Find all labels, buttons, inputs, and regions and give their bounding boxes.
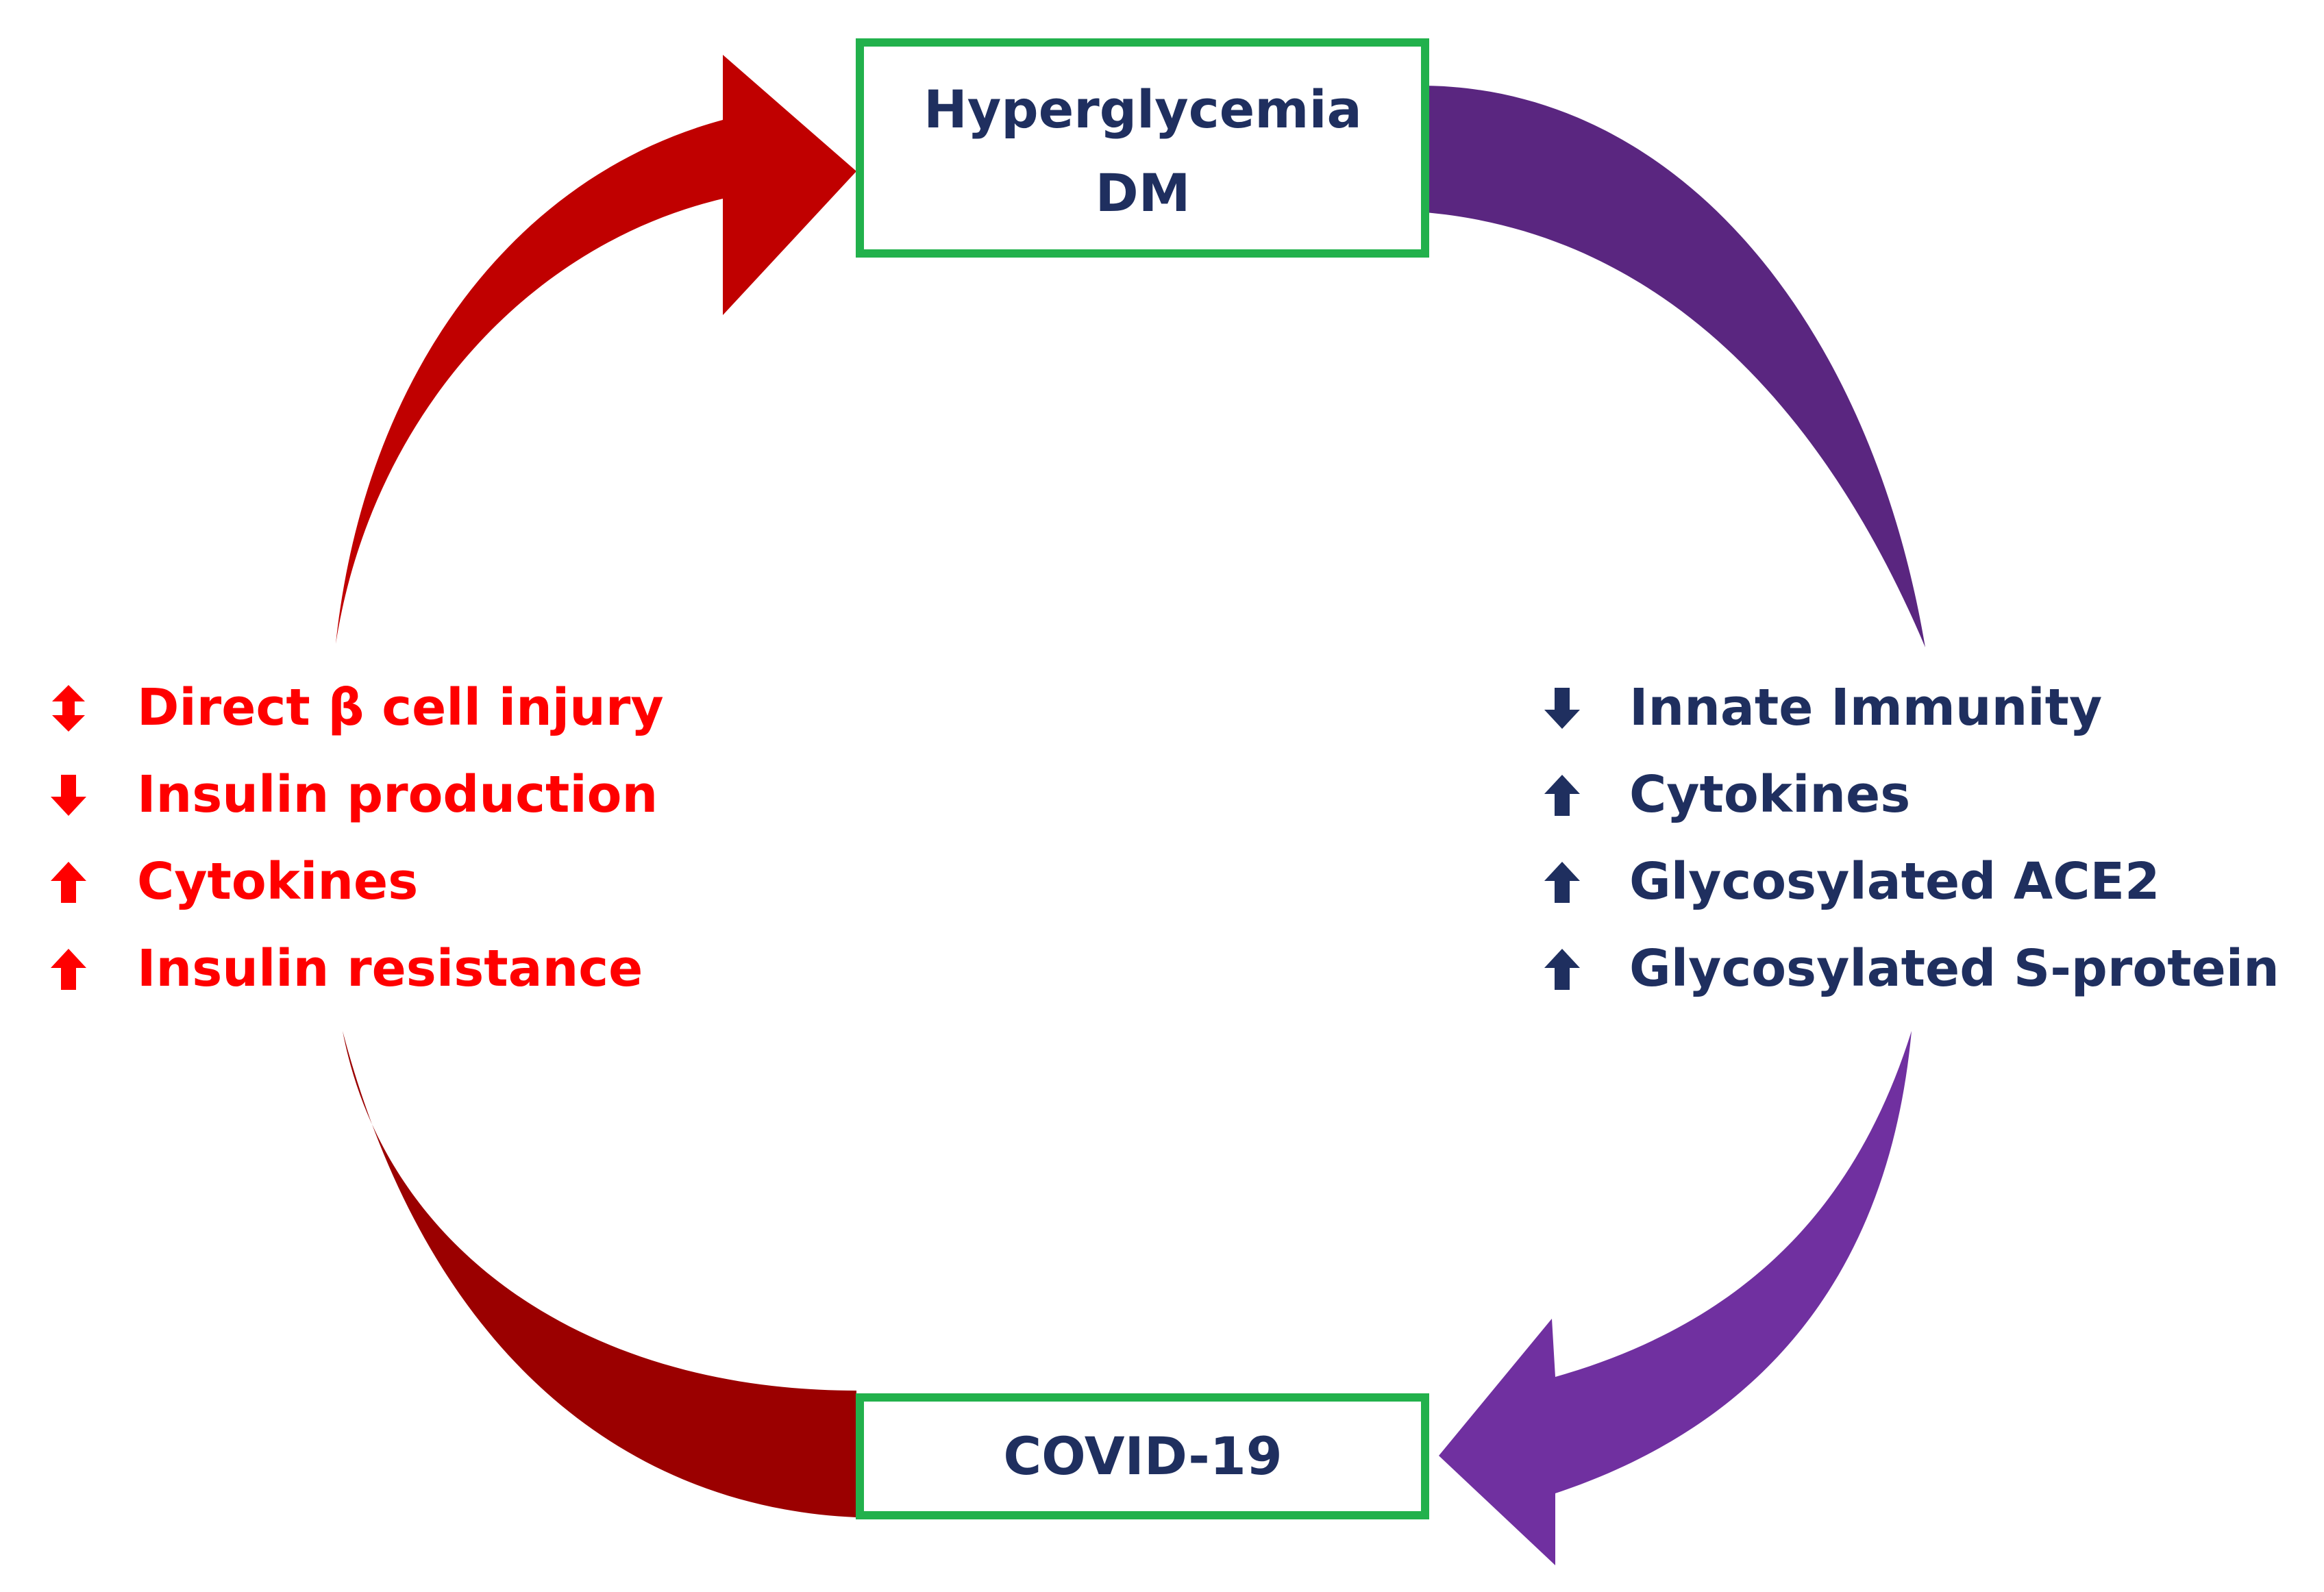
left-list-item-label: Direct β cell injury xyxy=(137,678,664,737)
node-covid-19-box xyxy=(856,1393,1429,1519)
left-list-item-label: Insulin resistance xyxy=(137,939,643,998)
left-upper-curved-arrow xyxy=(336,55,856,644)
right-list-item-label: Glycosylated ACE2 xyxy=(1629,852,2160,911)
right-lower-curved-arrow xyxy=(1439,1031,1912,1565)
right-list-item-label: Glycosylated S-protein xyxy=(1629,939,2279,998)
down-arrow-icon xyxy=(1544,688,1580,729)
down-arrow-icon xyxy=(51,775,86,816)
left-list-item-label: Insulin production xyxy=(137,765,658,824)
node-hyperglycemia-dm: Hyperglycemia DM xyxy=(856,38,1429,258)
right-upper-curved-arrow xyxy=(1425,86,1925,647)
up-down-arrow-icon xyxy=(52,685,85,732)
up-arrow-icon xyxy=(1544,775,1580,816)
left-list-item-label: Cytokines xyxy=(137,852,418,911)
up-arrow-icon xyxy=(51,949,86,990)
node-hyperglycemia-dm-line-1: Hyperglycemia xyxy=(924,79,1362,140)
right-list-item-label: Innate Immunity xyxy=(1629,678,2102,737)
up-arrow-icon xyxy=(51,862,86,903)
node-covid-19-label: COVID-19 xyxy=(1003,1426,1282,1487)
node-hyperglycemia-dm-line-2: DM xyxy=(1096,162,1191,223)
up-arrow-icon xyxy=(1544,949,1580,990)
right-list-item-label: Cytokines xyxy=(1629,765,1910,824)
node-covid-19: COVID-19 xyxy=(856,1393,1429,1519)
left-lower-curved-arrow xyxy=(343,1031,856,1517)
up-arrow-icon xyxy=(1544,862,1580,903)
node-hyperglycemia-dm-box xyxy=(856,38,1429,258)
